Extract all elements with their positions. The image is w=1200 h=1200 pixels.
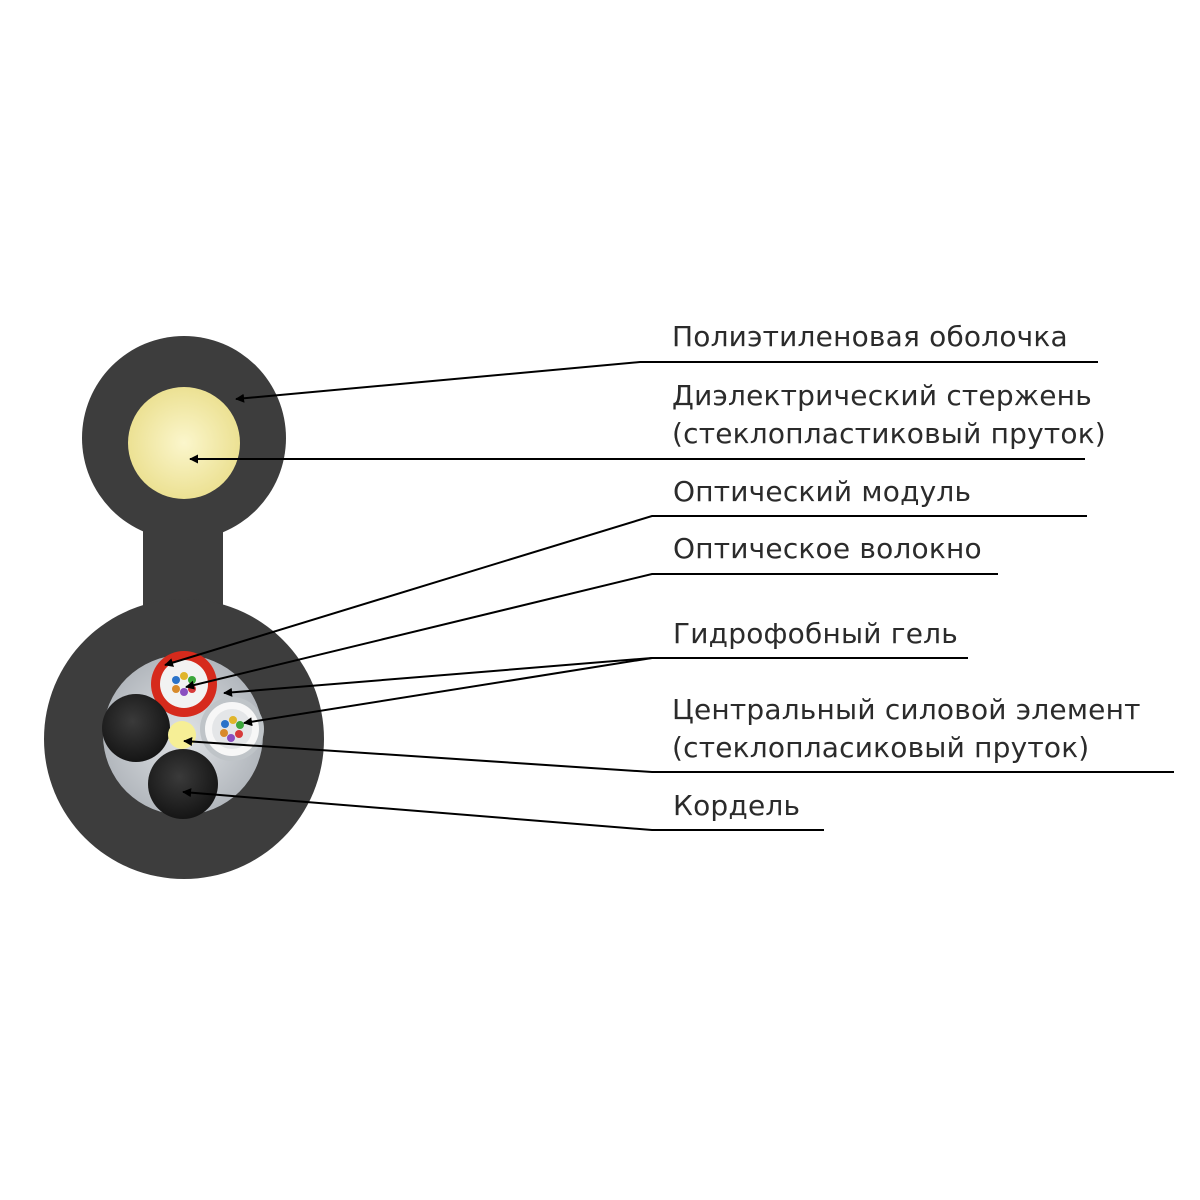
dielectric-rod: [128, 387, 240, 499]
central-strength-element: [168, 721, 196, 749]
leader-gel-2: [243, 657, 653, 727]
label-central-line1: Центральный силовой элемент: [672, 693, 1141, 726]
leader-cord: [182, 788, 824, 831]
label-optical-fiber: Оптическое волокно: [673, 532, 982, 565]
label-central-line2: (стеклопласиковый пруток): [672, 731, 1090, 764]
cord-bottom: [148, 749, 218, 819]
label-dielectric-rod-line2: (стеклопластиковый пруток): [672, 417, 1106, 450]
label-dielectric-rod-line1: Диэлектрический стержень: [672, 379, 1092, 412]
label-hydrophobic-gel: Гидрофобный гель: [673, 617, 958, 650]
label-dielectric-rod: Диэлектрический стержень (стеклопластико…: [672, 377, 1106, 453]
leader-central: [183, 737, 1174, 773]
cord-left: [102, 694, 170, 762]
label-central-strength-element: Центральный силовой элемент (стеклопласи…: [672, 691, 1141, 767]
optical-module-white: [200, 697, 264, 761]
leader-lines: [164, 361, 1174, 831]
leader-fiber: [185, 573, 998, 690]
leader-sheath: [235, 361, 1098, 403]
label-optical-module: Оптический модуль: [673, 475, 972, 508]
label-cord: Кордель: [673, 789, 801, 822]
optical-module-red: [151, 651, 217, 717]
optical-fibers-white: [220, 716, 244, 742]
label-sheath: Полиэтиленовая оболочка: [672, 320, 1068, 353]
leader-module: [164, 515, 1087, 667]
leader-gel-1: [223, 657, 968, 697]
